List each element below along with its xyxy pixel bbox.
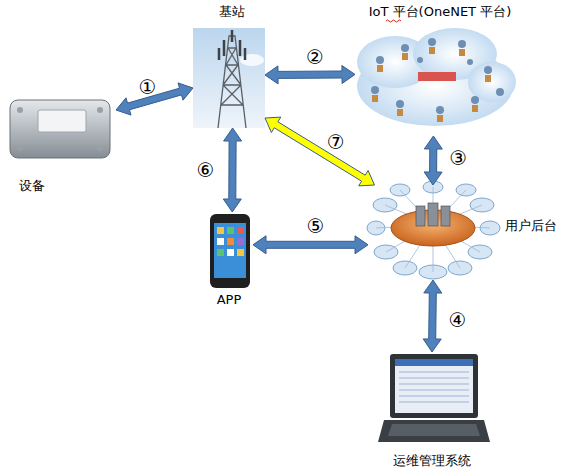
device-screw — [97, 107, 103, 113]
cloud-platform-node: IoT 平台(OneNET 平台) — [355, 28, 515, 136]
phone-illustration — [210, 214, 250, 288]
window-rows — [399, 372, 469, 402]
double-arrow — [265, 117, 375, 186]
callout-number: ④ — [449, 309, 467, 331]
sky-photo — [193, 28, 265, 128]
double-arrow — [223, 128, 241, 212]
server-racks — [416, 203, 450, 226]
user-icons — [371, 38, 504, 114]
device-screw — [97, 145, 103, 151]
cloud-puff — [468, 62, 516, 102]
node-label: APP — [217, 292, 242, 308]
app-icons — [217, 227, 244, 256]
node-label: 用户后台 — [505, 218, 557, 234]
node-label: IoT 平台(OneNET 平台) — [369, 4, 512, 20]
cloud-banner — [418, 72, 456, 81]
callout-number: ⑤ — [307, 215, 325, 237]
phone-body — [210, 214, 250, 288]
double-arrow — [265, 66, 355, 84]
node-label: 基站 — [219, 4, 245, 20]
callout-number: ① — [139, 76, 157, 98]
laptop-keyboard — [388, 424, 480, 436]
device-panel — [38, 110, 86, 132]
double-arrow — [423, 280, 442, 352]
device-illustration — [10, 100, 110, 158]
tower-antennas — [219, 30, 245, 60]
node-label: 运维管理系统 — [393, 453, 471, 469]
server-node: 用户后台 — [368, 185, 498, 280]
laptop-base — [378, 420, 490, 442]
base-station-node: 基站 — [193, 28, 265, 128]
laptop-node: 运维管理系统 — [376, 352, 488, 444]
callout-number: ⑥ — [196, 159, 214, 181]
device-screw — [17, 145, 23, 151]
cluster-links — [376, 187, 490, 272]
device-screw — [17, 107, 23, 113]
tower-lattice — [218, 36, 246, 128]
phone-node: APP — [207, 212, 253, 290]
double-arrow — [253, 236, 368, 254]
server-cluster-illustration — [367, 181, 500, 279]
laptop-lid — [390, 354, 478, 418]
sky-cloud — [240, 54, 264, 66]
double-arrow — [424, 136, 442, 185]
user-bodies — [372, 47, 491, 122]
window-titlebar — [395, 359, 473, 366]
client-nodes — [367, 181, 500, 279]
callout-number: ③ — [449, 147, 467, 169]
laptop-illustration — [378, 354, 490, 442]
callout-number: ② — [306, 46, 324, 68]
laptop-screen — [395, 359, 473, 413]
node-label: 设备 — [19, 178, 45, 194]
cloud-illustration — [357, 20, 516, 126]
spellcheck-underline — [386, 20, 401, 22]
device-node: 设备 — [4, 92, 116, 164]
tower-illustration — [193, 28, 265, 128]
device-case — [10, 100, 110, 158]
callout-number: ⑦ — [327, 131, 345, 153]
phone-screen — [214, 223, 246, 278]
